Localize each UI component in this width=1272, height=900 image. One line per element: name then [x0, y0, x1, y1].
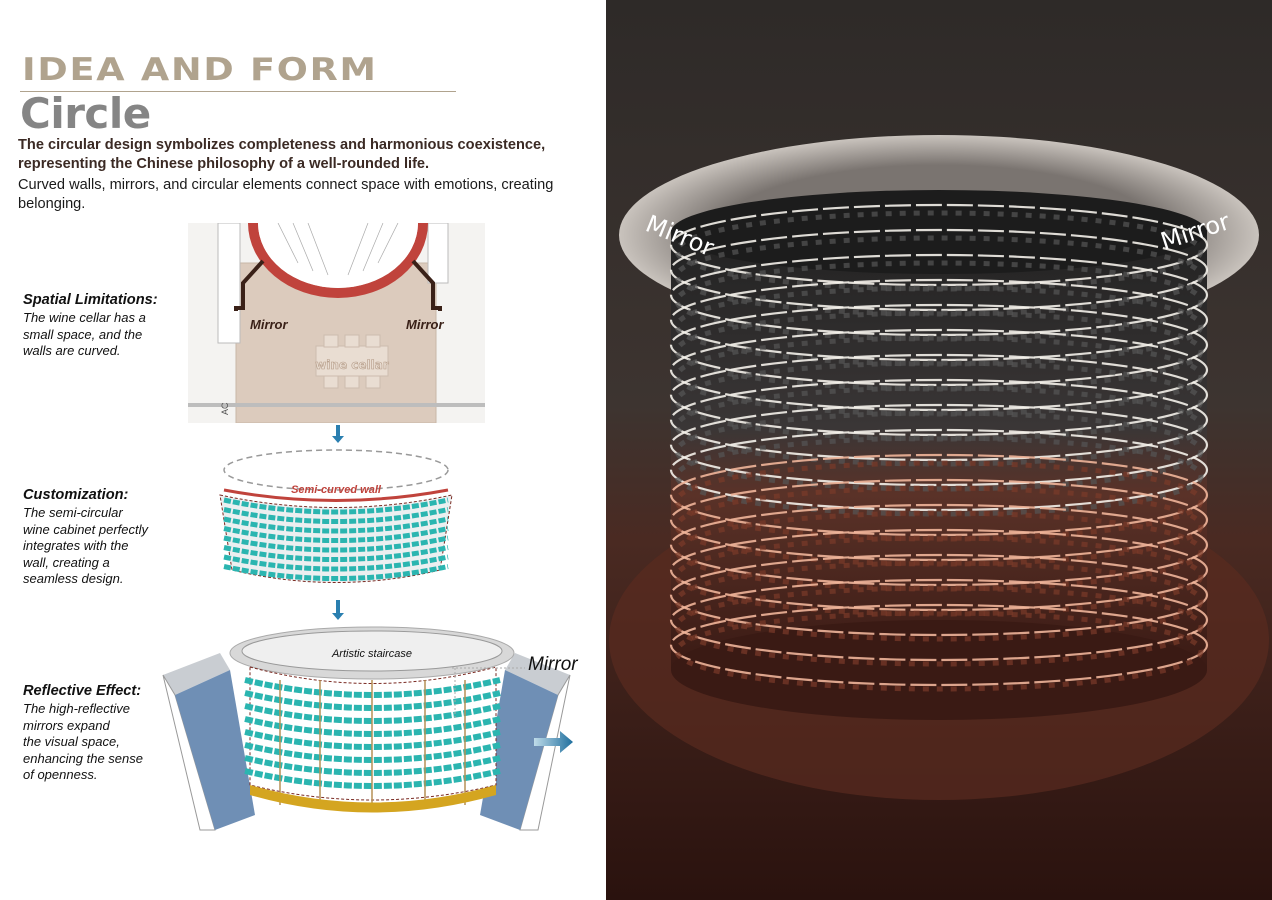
- lit-shelf-ring: [669, 503, 1209, 587]
- bottle-row: [674, 210, 1204, 292]
- lit-shelf-ring: [669, 603, 1209, 687]
- desc-line: wine cabinet perfectly: [23, 521, 149, 537]
- section-desc-customization: The semi-circular wine cabinet perfectly…: [23, 505, 173, 588]
- shelf-row: [223, 497, 449, 515]
- page-subtitle: Circle: [20, 89, 151, 138]
- lit-shelf-ring: [669, 353, 1209, 437]
- shelf-row: [244, 768, 501, 789]
- bottle-row: [674, 260, 1204, 342]
- shelf-row: [244, 716, 501, 737]
- bottle-row: [674, 535, 1204, 617]
- bottle-row: [674, 610, 1204, 692]
- bottle-row: [674, 235, 1204, 317]
- bottle-row: [674, 485, 1204, 567]
- bottle-row: [674, 510, 1204, 592]
- lit-shelf-ring: [669, 403, 1209, 487]
- bottle-row: [674, 385, 1204, 467]
- shelf-row: [223, 535, 449, 553]
- page-title: IDEA AND FORM: [22, 52, 378, 88]
- floorplan-mirror-right-label: Mirror: [406, 317, 445, 332]
- lit-shelf-ring: [669, 428, 1209, 512]
- section-diagram: Artistic staircase: [162, 626, 571, 831]
- lit-shelf-ring: [669, 578, 1209, 662]
- shelf-row: [223, 564, 449, 581]
- title-divider: [20, 91, 456, 92]
- lit-shelf-ring: [669, 303, 1209, 387]
- right-arrow-icon: [534, 731, 573, 753]
- wine-cellar-photo: Mirror Mirror: [606, 0, 1272, 900]
- lit-shelf-ring: [669, 478, 1209, 562]
- bottle-row: [674, 310, 1204, 392]
- intro-body-line: Curved walls, mirrors, and circular elem…: [18, 177, 554, 193]
- lit-shelf-ring: [669, 528, 1209, 612]
- down-arrow-icon: [332, 425, 344, 443]
- bottle-row: [674, 410, 1204, 492]
- section-label-customization: Customization:: [23, 487, 129, 503]
- desc-line: of openness.: [23, 767, 98, 782]
- shelf-row: [223, 507, 449, 524]
- desc-line: The wine cellar has a: [23, 310, 146, 325]
- intro-lead-line: The circular design symbolizes completen…: [18, 137, 546, 153]
- floorplan-room-label: wine cellar: [315, 358, 389, 372]
- section-label-reflective: Reflective Effect:: [23, 683, 142, 699]
- shelf-row: [223, 554, 449, 572]
- lit-shelf-ring: [669, 228, 1209, 312]
- bottle-row: [674, 560, 1204, 642]
- section-label-spatial: Spatial Limitations:: [23, 292, 158, 308]
- lit-shelf-rings: [669, 203, 1209, 692]
- bottle-row: [674, 360, 1204, 442]
- shelf-row: [244, 690, 501, 711]
- lit-shelf-ring: [669, 553, 1209, 637]
- wall-label: Semi-curved wall: [291, 484, 382, 496]
- desc-line: The semi-circular: [23, 505, 123, 520]
- desc-line: The high-reflective: [23, 701, 130, 716]
- lit-shelf-ring: [669, 253, 1209, 337]
- bottle-row: [674, 335, 1204, 417]
- bottle-row: [674, 460, 1204, 542]
- lit-shelf-ring: [669, 378, 1209, 462]
- intro-body-line: belonging.: [18, 196, 86, 212]
- bottle-row: [674, 585, 1204, 667]
- intro-lead-line: representing the Chinese philosophy of a…: [18, 156, 430, 172]
- shelf-row: [223, 526, 449, 543]
- cabinet-diagram: Semi-curved wall: [219, 449, 453, 583]
- desc-line: mirrors expand: [23, 717, 110, 733]
- shelf-row: [244, 703, 501, 724]
- desc-line: integrates with the: [23, 538, 129, 553]
- floorplan-mirror-left-label: Mirror: [250, 317, 289, 332]
- dining-table: [315, 334, 389, 389]
- desc-line: the visual space,: [23, 734, 120, 749]
- bottle-row: [674, 435, 1204, 517]
- floor-plan: Mirror Mirror wine cellar AC: [188, 223, 485, 423]
- desc-line: small space, and the: [23, 326, 143, 342]
- shelf-row: [244, 729, 501, 750]
- lit-shelf-ring: [669, 328, 1209, 412]
- shelf-row: [244, 677, 501, 698]
- section-mirror-label: Mirror: [528, 654, 578, 675]
- desc-line: wall, creating a: [23, 554, 110, 570]
- lit-shelf-ring: [669, 203, 1209, 287]
- desc-line: walls are curved.: [23, 343, 121, 358]
- section-desc-spatial: The wine cellar has a small space, and t…: [23, 310, 173, 360]
- shelf-row: [223, 516, 449, 534]
- cabinet-shelves: [244, 677, 501, 805]
- shelf-row: [244, 755, 501, 776]
- cabinet-shelves: [223, 497, 449, 581]
- staircase-label: Artistic staircase: [331, 648, 412, 660]
- lit-shelf-ring: [669, 453, 1209, 537]
- section-desc-reflective: The high-reflective mirrors expand the v…: [23, 701, 173, 784]
- shelf-row: [223, 545, 449, 562]
- lit-shelf-ring: [669, 278, 1209, 362]
- bottle-row: [674, 285, 1204, 367]
- desc-line: seamless design.: [23, 571, 124, 586]
- stair-steps: [277, 223, 399, 276]
- down-arrow-icon: [332, 600, 344, 620]
- shelf-row: [244, 742, 501, 763]
- floorplan-ac-label: AC: [220, 402, 230, 415]
- desc-line: enhancing the sense: [23, 750, 143, 766]
- semi-curved-wall: [223, 488, 449, 502]
